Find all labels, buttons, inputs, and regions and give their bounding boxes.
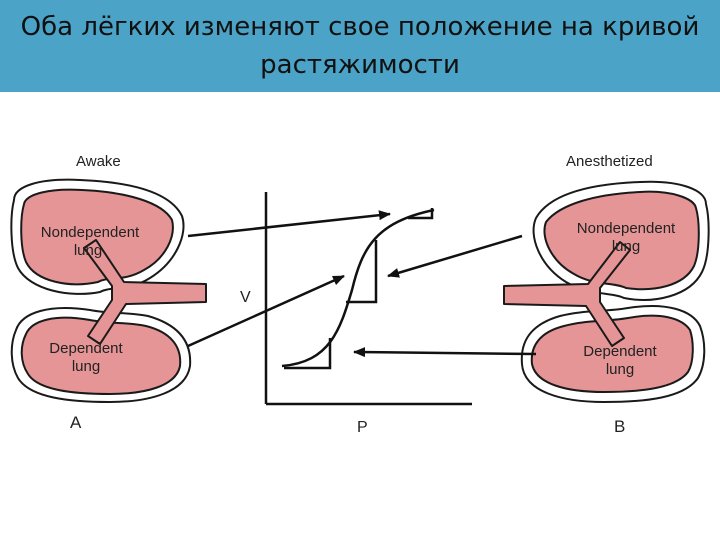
label-left-dependent-lung: lung [72,358,100,375]
label-left-dependent: Dependent [49,340,123,357]
label-left-nondependent: Nondependent [41,224,140,241]
title-line-2: растяжимости [0,46,720,84]
arrow-awake-nondependent [188,214,390,236]
label-right-dependent-lung: lung [606,361,634,378]
awake-lungs [11,180,206,402]
label-v-axis: V [240,289,251,306]
step-bottom [284,338,330,368]
page-title: Оба лёгких изменяют свое положение на кр… [0,8,720,84]
label-left-nondependent-lung: lung [74,242,102,259]
title-line-1: Оба лёгких изменяют свое положение на кр… [0,8,720,46]
arrows [188,214,536,354]
label-right-nondependent-lung: lung [612,238,640,255]
label-awake: Awake [76,153,121,170]
compliance-diagram: Awake Anesthetized Nondependent lung Dep… [0,92,720,540]
compliance-curve [282,210,434,366]
label-b: B [614,417,625,436]
arrow-anesthetized-nondependent [388,236,522,276]
label-p-axis: P [357,419,368,436]
arrow-anesthetized-dependent [354,352,536,354]
label-right-dependent: Dependent [583,343,657,360]
label-a: A [70,413,82,432]
label-right-nondependent: Nondependent [577,220,676,237]
label-anesthetized: Anesthetized [566,153,653,170]
